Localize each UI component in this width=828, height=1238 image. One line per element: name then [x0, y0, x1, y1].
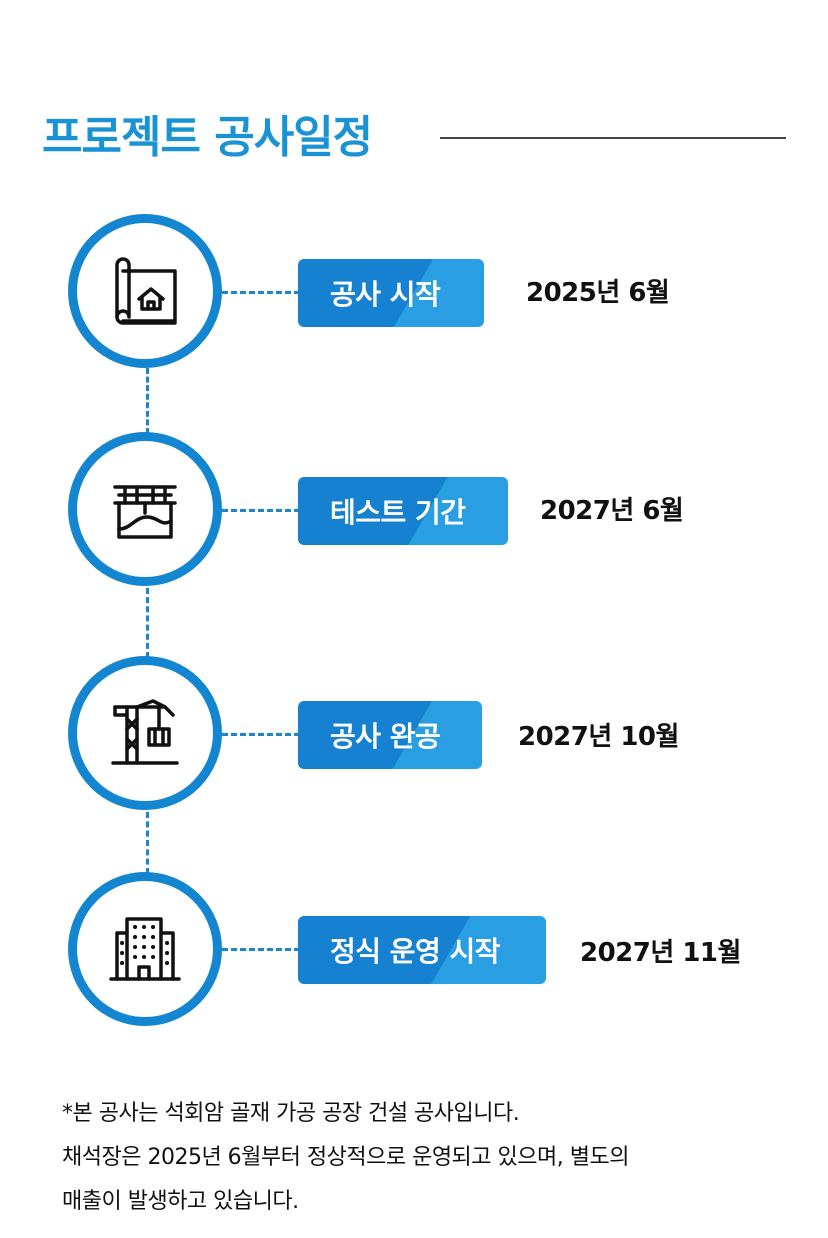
timeline-connector	[146, 368, 149, 434]
milestone-connector-2	[222, 509, 300, 512]
office-building-icon	[109, 917, 181, 981]
milestone-node-2	[68, 432, 222, 586]
title-divider	[440, 137, 786, 139]
milestone-date-1: 2025년 6월	[526, 278, 670, 308]
milestone-connector-4	[222, 948, 300, 951]
footnote: *본 공사는 석회암 골재 가공 공장 건설 공사입니다. 채석장은 2025년…	[62, 1092, 782, 1224]
milestone-node-4	[68, 872, 222, 1026]
crane-icon	[111, 699, 179, 765]
milestone-connector-1	[222, 291, 300, 294]
footnote-line-1: *본 공사는 석회암 골재 가공 공장 건설 공사입니다.	[62, 1101, 520, 1126]
timeline-connector	[146, 812, 149, 874]
milestone-node-3	[68, 656, 222, 810]
footnote-line-2: 채석장은 2025년 6월부터 정상적으로 운영되고 있으며, 별도의	[62, 1145, 629, 1170]
milestone-connector-3	[222, 733, 300, 736]
excavation-layers-icon	[113, 485, 177, 539]
milestone-date-3: 2027년 10월	[518, 722, 679, 752]
timeline-connector	[146, 588, 149, 658]
page-title: 프로젝트 공사일정	[42, 112, 373, 163]
footnote-line-3: 매출이 발생하고 있습니다.	[62, 1189, 299, 1214]
milestone-date-2: 2027년 6월	[540, 496, 684, 526]
milestone-label-1: 공사 시작	[298, 259, 484, 327]
milestone-label-2: 테스트 기간	[298, 477, 508, 545]
blueprint-house-icon	[115, 257, 177, 325]
milestone-node-1	[68, 214, 222, 368]
milestone-date-4: 2027년 11월	[580, 938, 741, 968]
milestone-label-3: 공사 완공	[298, 701, 482, 769]
milestone-label-4: 정식 운영 시작	[298, 916, 546, 984]
